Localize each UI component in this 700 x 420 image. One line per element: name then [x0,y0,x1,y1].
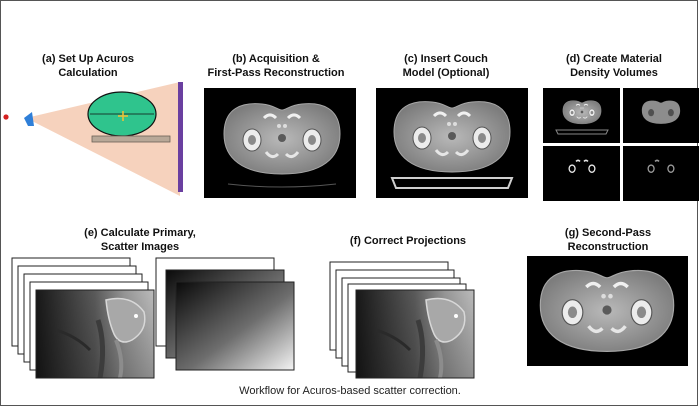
scatter-image-stack [155,257,295,371]
figure-caption: Workflow for Acuros-based scatter correc… [239,385,461,397]
corrected-projection [356,290,474,378]
panel-g-title-line1: (g) Second-Pass [565,227,651,239]
panel-c-title-line1: (c) Insert Couch [404,53,488,65]
panel-c-title-line2: Model (Optional) [403,67,490,79]
ct-slice [222,102,342,176]
x-ray-source-icon [3,114,9,120]
material-volume [641,100,681,124]
panel-b-title-line1: (b) Acquisition & [232,53,320,65]
panel-b-acquisition: (b) Acquisition & First-Pass Reconstruct… [204,53,356,198]
panel-f-correct-projections: (f) Correct Projections [329,235,474,378]
panel-d-title-line1: (d) Create Material [566,53,662,65]
panel-c-couch: (c) Insert Couch Model (Optional) [376,53,528,198]
figure-frame [0,0,698,406]
panel-e-title-line2: Scatter Images [101,241,179,253]
panel-d-title-line2: Density Volumes [570,67,658,79]
couch-model [390,177,514,189]
panel-g-second-pass: (g) Second-Pass Reconstruction [527,227,688,366]
panel-e-primary-scatter: (e) Calculate Primary, Scatter Images [11,227,295,378]
panel-f-title: (f) Correct Projections [350,235,466,247]
material-volume [562,100,602,125]
panel-e-title-line1: (e) Calculate Primary, [84,227,196,239]
detector-panel-icon [178,82,183,192]
panel-a-title-line1: (a) Set Up Acuros [42,53,134,65]
panel-b-title-line2: First-Pass Reconstruction [208,67,345,79]
material-volume [568,159,596,173]
panel-a-title-line2: Calculation [58,67,118,79]
primary-image-stack [11,257,154,378]
collimator-icon [24,112,34,126]
panel-g-title-line2: Reconstruction [568,241,649,253]
couch-bar [91,135,171,143]
material-volume [647,159,675,173]
panel-a-setup: (a) Set Up Acuros Calculation [3,53,183,196]
ct-slice-corrected [538,268,676,354]
panel-d-material-volumes: (d) Create Material Density Volumes [543,53,699,201]
ct-slice [392,100,512,174]
